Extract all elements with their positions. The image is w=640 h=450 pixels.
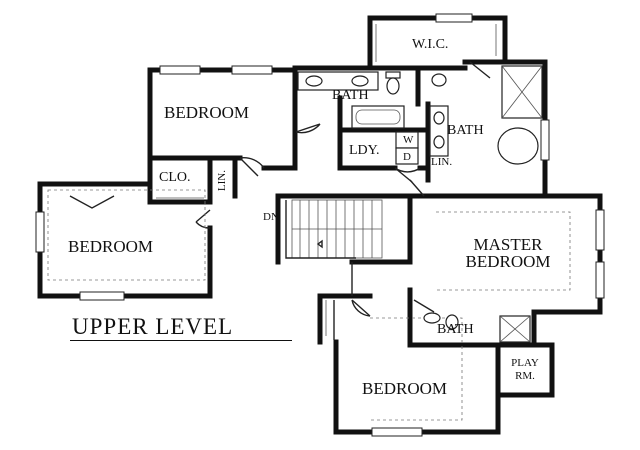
ceiling-lines: [47, 189, 571, 421]
linen-hall-label: LIN.: [216, 170, 228, 192]
staircase: [285, 199, 383, 259]
bath-lower-label: BATH: [437, 322, 474, 337]
master-line1-label: MASTER: [473, 235, 543, 254]
windows: [35, 13, 605, 437]
dryer-label: D: [403, 151, 411, 163]
wic-label: W.I.C.: [412, 37, 449, 52]
fixtures: [156, 24, 543, 343]
bath-top-label: BATH: [332, 88, 369, 103]
washer-label: W: [403, 134, 414, 146]
closet-label: CLO.: [159, 170, 191, 185]
title-underline: [70, 340, 292, 341]
play-line1-label: PLAY: [511, 357, 539, 369]
linen-master-label: LIN.: [431, 156, 453, 168]
doors: [69, 61, 491, 340]
bedroom-left-label: BEDROOM: [68, 237, 154, 256]
play-line2-label: RM.: [515, 370, 535, 382]
bath-master-label: BATH: [447, 123, 484, 138]
master-line2-label: BEDROOM: [465, 252, 551, 271]
laundry-label: LDY.: [349, 143, 380, 158]
bedroom-top-label: BEDROOM: [164, 103, 250, 122]
plan-title: UPPER LEVEL: [72, 314, 234, 339]
bedroom-bottom-label: BEDROOM: [362, 379, 448, 398]
stair-dn-label: DN: [263, 211, 279, 223]
